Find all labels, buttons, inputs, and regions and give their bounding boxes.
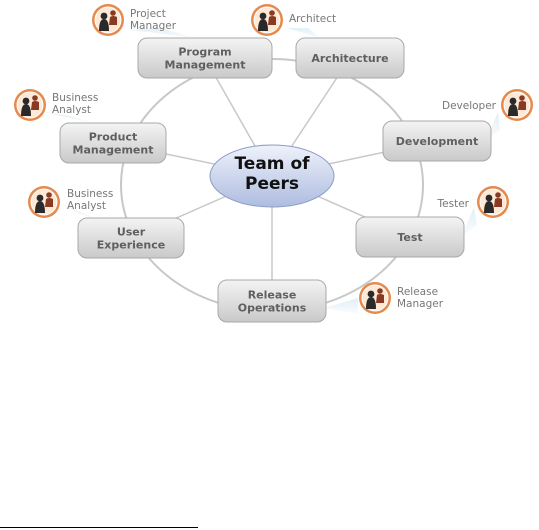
role-box-shape-product-management — [59, 122, 167, 164]
role-label-program-management-2: Manager — [130, 20, 177, 32]
role-label-user-experience-2: Analyst — [67, 200, 106, 212]
callout-test — [462, 207, 477, 236]
role-label-architecture-1: Architect — [289, 13, 336, 25]
role-box-shape-development — [382, 120, 492, 162]
role-box-label-user-experience-1: User — [117, 226, 146, 239]
role-box-label-product-management-1: Product — [89, 131, 138, 144]
role-box-development: Development — [382, 120, 492, 162]
role-box-shape-program-management — [137, 37, 273, 79]
role-box-test: Test — [355, 216, 465, 258]
people-icon — [251, 4, 283, 36]
role-box-architecture: Architecture — [295, 37, 405, 79]
callout-product-management — [44, 112, 96, 124]
role-box-label-program-management-1: Program — [178, 46, 231, 59]
people-icon — [501, 89, 533, 121]
callout-program-management — [130, 28, 196, 38]
callout-architecture — [287, 28, 320, 38]
role-label-user-experience-1: Business — [67, 188, 113, 200]
team-of-peers-node: Team of Peers — [209, 144, 335, 208]
callout-layer — [44, 28, 500, 314]
role-label-product-management-2: Analyst — [52, 104, 91, 116]
people-icon — [14, 89, 46, 121]
role-label-release-operations-2: Manager — [397, 298, 444, 310]
role-box-label-development-1: Development — [396, 135, 478, 148]
people-icon — [359, 282, 391, 314]
people-icon — [92, 4, 124, 36]
center-label-line-2: Peers — [245, 174, 299, 194]
footnote-rule — [0, 527, 198, 528]
role-box-label-product-management-2: Management — [73, 144, 154, 157]
callout-user-experience — [62, 204, 100, 220]
center-ellipse — [209, 144, 335, 208]
role-label-layer: ProjectManagerArchitectDeveloperTesterRe… — [52, 8, 497, 310]
role-label-product-management-1: Business — [52, 92, 98, 104]
role-box-shape-test — [355, 216, 465, 258]
people-icon — [28, 186, 60, 218]
role-icon-layer — [14, 4, 533, 314]
role-box-label-architecture-1: Architecture — [311, 52, 388, 65]
role-box-label-release-operations-1: Release — [248, 289, 297, 302]
role-box-label-release-operations-2: Operations — [238, 302, 307, 315]
callout-release-operations — [324, 298, 358, 314]
role-label-release-operations-1: Release — [397, 286, 438, 298]
center-label-line-1: Team of — [234, 154, 310, 174]
role-label-test-1: Tester — [437, 198, 470, 210]
role-box-shape-user-experience — [77, 217, 185, 259]
people-icon — [477, 186, 509, 218]
role-box-shape-architecture — [295, 37, 405, 79]
role-box-label-test-1: Test — [397, 231, 422, 244]
role-box-label-user-experience-2: Experience — [97, 239, 165, 252]
role-label-development-1: Developer — [442, 100, 497, 112]
role-label-program-management-1: Project — [130, 8, 166, 20]
role-box-label-program-management-2: Management — [165, 59, 246, 72]
role-box-shape-release-operations — [217, 279, 327, 323]
